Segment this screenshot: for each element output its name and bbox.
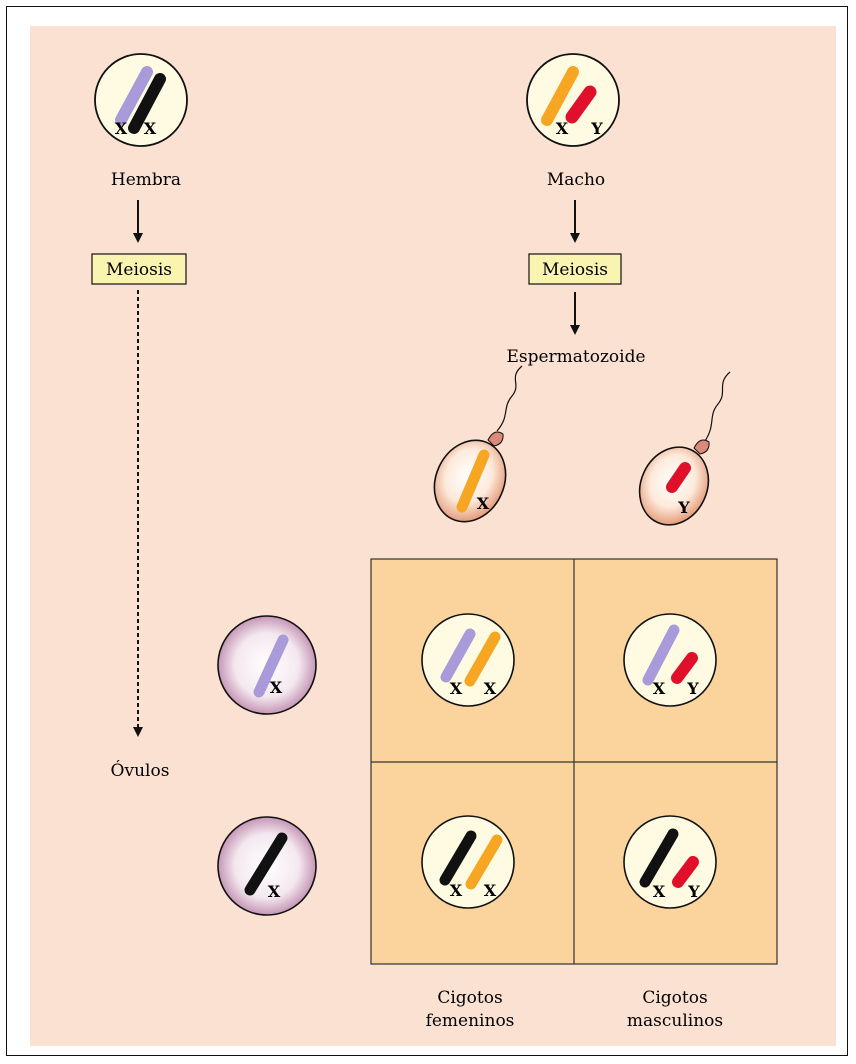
chromosome-label: X xyxy=(115,119,128,138)
egg-x-black: X xyxy=(217,816,317,916)
chromosome-label: Y xyxy=(687,882,700,901)
x-chromosome-black xyxy=(439,830,477,886)
y-chromosome-red xyxy=(666,462,691,493)
x-chromosome-orange xyxy=(465,834,503,890)
y-chromosome-red xyxy=(671,652,698,684)
eggs-label: Óvulos xyxy=(111,760,170,781)
sperm-label: Espermatozoide xyxy=(506,347,645,367)
chromosome-label: X xyxy=(484,881,497,900)
x-chromosome-black xyxy=(244,832,288,896)
x-chromosome-lavender xyxy=(642,624,680,686)
female-parent-cell: X X xyxy=(94,53,188,147)
chromosome-label: X xyxy=(653,679,666,698)
acrosome xyxy=(487,431,504,447)
x-chromosome-orange xyxy=(541,66,579,126)
chromosome-label: X xyxy=(450,881,463,900)
sperm-x: X xyxy=(433,365,523,523)
x-chromosome-orange xyxy=(464,631,501,687)
sperm-tail xyxy=(496,365,523,432)
x-chromosome-orange xyxy=(456,449,490,513)
x-chromosome-lavender xyxy=(253,634,289,698)
x-chromosome-lavender xyxy=(115,66,153,126)
chromosome-label: X xyxy=(556,119,569,138)
meiosis-box-female xyxy=(91,253,187,285)
zygote-male-1: X Y xyxy=(623,613,717,707)
zygote-female-2: X X xyxy=(421,815,515,909)
meiosis-label-male: Meiosis xyxy=(542,260,608,280)
chromosome-label: X xyxy=(484,679,497,698)
zygote-female-1: X X xyxy=(421,613,515,707)
male-parent-cell: X Y xyxy=(526,53,620,147)
meiosis-label-female: Meiosis xyxy=(106,260,172,280)
sperm-y: Y xyxy=(638,371,731,526)
chromosome-label: X xyxy=(270,678,283,697)
punnett-square xyxy=(370,558,778,965)
chromosome-label: X xyxy=(144,119,157,138)
male-zygotes-label-line2: masculinos xyxy=(627,1011,723,1031)
zygote-male-2: X Y xyxy=(623,815,717,909)
female-label: Hembra xyxy=(111,170,181,190)
y-chromosome-red xyxy=(672,856,699,888)
chromosome-label: Y xyxy=(590,119,603,138)
sperm-tail xyxy=(704,371,731,442)
chromosome-label: X xyxy=(268,882,281,901)
y-chromosome-red xyxy=(565,85,597,124)
x-chromosome-lavender xyxy=(440,628,476,683)
chromosome-label: Y xyxy=(677,498,690,517)
chromosome-label: X xyxy=(653,882,666,901)
x-chromosome-black xyxy=(639,828,679,888)
chromosome-label: X xyxy=(450,679,463,698)
acrosome xyxy=(693,439,710,455)
female-zygotes-label-line2: femeninos xyxy=(426,1011,515,1031)
chromosome-label: X xyxy=(477,494,490,513)
chromosome-label: Y xyxy=(686,679,699,698)
x-chromosome-black xyxy=(128,73,166,134)
male-label: Macho xyxy=(547,170,605,190)
egg-x-lavender: X xyxy=(217,615,317,715)
meiosis-box-male xyxy=(528,253,622,285)
male-zygotes-label-line1: Cigotos xyxy=(642,988,707,1008)
female-zygotes-label-line1: Cigotos xyxy=(437,988,502,1008)
